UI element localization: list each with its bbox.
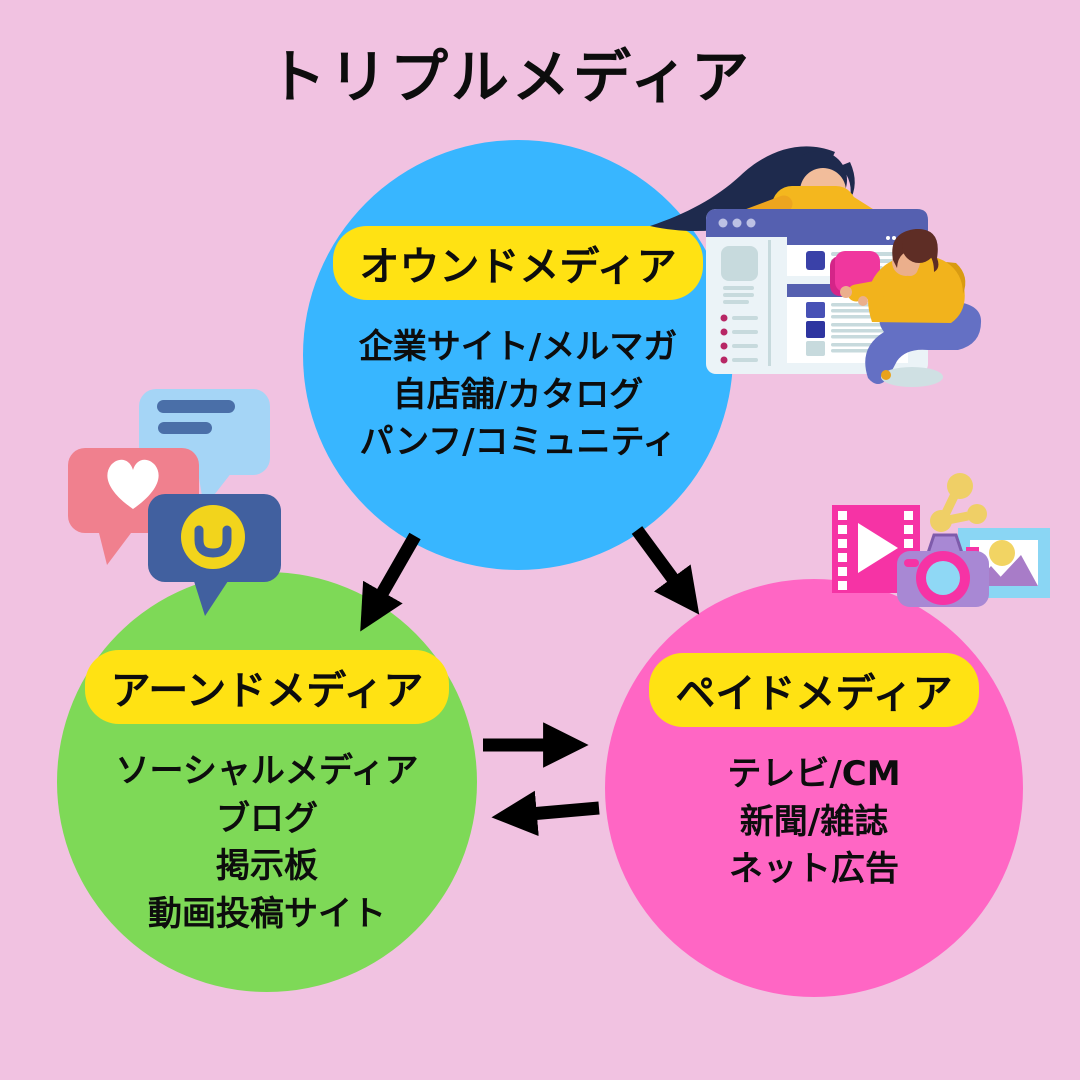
owned-item: 企業サイト/メルマガ xyxy=(358,327,678,367)
earned-item: 動画投稿サイト xyxy=(147,893,386,934)
paid-media-items: テレビ/CM 新聞/雑誌 ネット広告 xyxy=(727,751,900,894)
paid-item: 新聞/雑誌 xyxy=(739,801,889,842)
earned-item: ソーシャルメディア xyxy=(115,751,419,791)
owned-media-label: オウンドメディア xyxy=(333,226,703,300)
paid-item: テレビ/CM xyxy=(727,754,901,794)
earned-item: ブログ xyxy=(215,798,318,839)
arrow-owned-to-paid xyxy=(631,526,700,615)
photo-image-icon xyxy=(958,528,1050,598)
paid-media-circle: ペイドメディア テレビ/CM 新聞/雑誌 ネット広告 xyxy=(605,579,1023,997)
pink-block-icon xyxy=(830,251,880,296)
man-figure xyxy=(840,228,982,387)
earned-item: 掲示板 xyxy=(215,846,318,887)
arrow-paid-to-earned xyxy=(491,790,600,837)
page-title: トリプルメディア xyxy=(268,43,752,111)
share-icon xyxy=(930,473,987,532)
owned-item: 自店舗/カタログ xyxy=(392,374,644,415)
camera-icon xyxy=(897,533,989,607)
earned-media-circle: アーンドメディア ソーシャルメディア ブログ 掲示板 動画投稿サイト xyxy=(57,572,477,992)
owned-item: パンフ/コミュニティ xyxy=(359,422,677,463)
paid-item: ネット広告 xyxy=(729,849,899,890)
owned-media-items: 企業サイト/メルマガ 自店舗/カタログ パンフ/コミュニティ xyxy=(359,324,677,467)
earned-media-label: アーンドメディア xyxy=(84,650,450,724)
owned-media-circle: オウンドメディア 企業サイト/メルマガ 自店舗/カタログ パンフ/コミュニティ xyxy=(303,140,733,570)
earned-media-items: ソーシャルメディア ブログ 掲示板 動画投稿サイト xyxy=(116,748,419,938)
browser-window-icon xyxy=(706,209,928,374)
paid-media-label: ペイドメディア xyxy=(649,653,979,727)
video-film-icon xyxy=(832,505,920,593)
